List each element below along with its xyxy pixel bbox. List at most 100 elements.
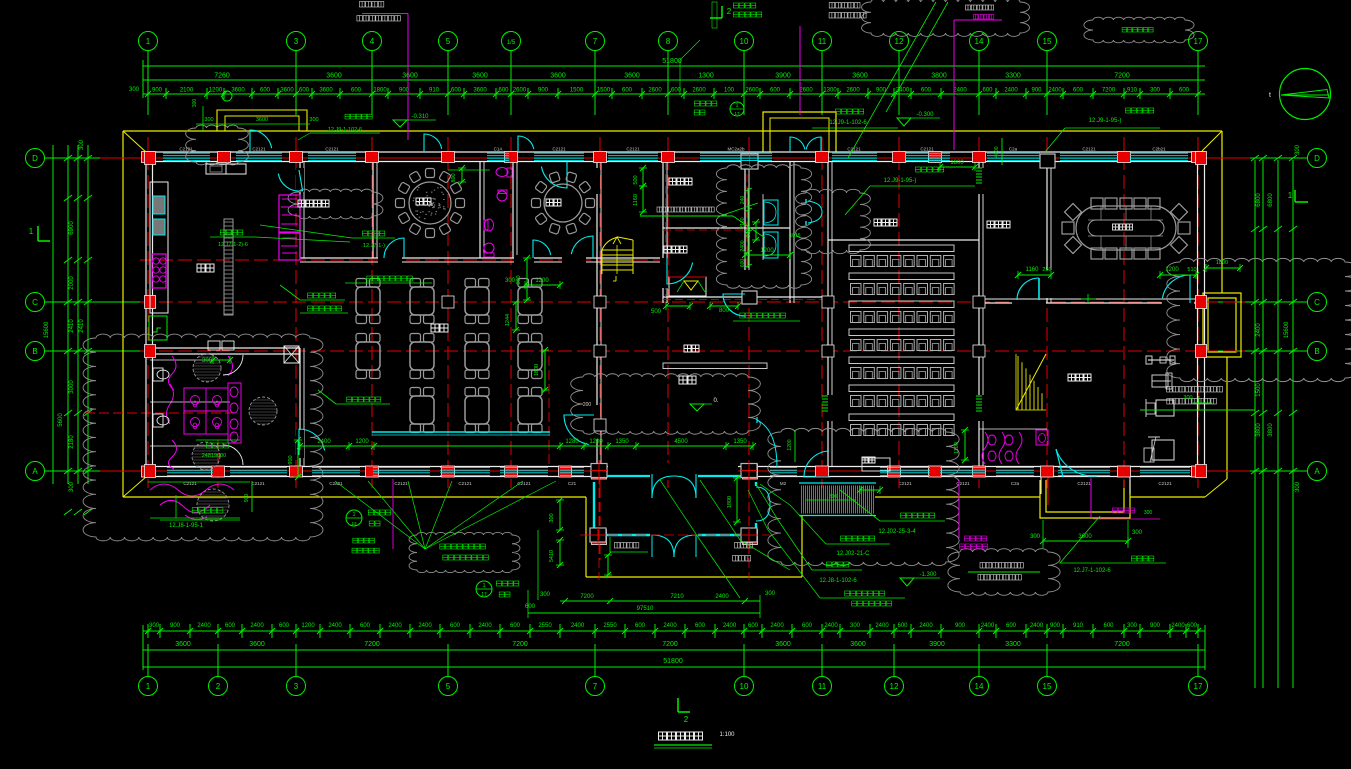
svg-text:240: 240 [740,196,746,205]
svg-text:2400: 2400 [197,623,211,629]
svg-text:C: C [32,298,38,307]
svg-text:4: 4 [370,37,375,46]
svg-text:910: 910 [429,88,440,94]
svg-text:5600: 5600 [58,413,64,427]
svg-text:97510: 97510 [637,606,654,612]
svg-text:7200: 7200 [1102,88,1116,94]
svg-text:600: 600 [740,259,746,268]
svg-text:7260: 7260 [214,73,230,80]
svg-text:A: A [32,467,38,476]
svg-text:900: 900 [1031,88,1042,94]
svg-text:12: 12 [890,682,899,691]
svg-text:7200: 7200 [580,594,594,600]
svg-text:800: 800 [719,308,730,314]
svg-text:3300: 3300 [1005,73,1021,80]
svg-text:M2: M2 [780,481,787,486]
svg-text:15: 15 [1043,37,1052,46]
svg-text:1: 1 [353,512,356,518]
svg-text:2600: 2600 [513,88,527,94]
svg-text:C2121: C2121 [956,481,970,486]
svg-text:2: 2 [216,682,221,691]
svg-text:C2121: C2121 [626,147,640,152]
svg-text:300: 300 [765,591,776,597]
svg-text:2400: 2400 [1004,88,1018,94]
svg-text:1800: 1800 [950,160,964,166]
svg-text:600: 600 [622,88,633,94]
svg-text:1500: 1500 [597,88,611,94]
svg-text:3600: 3600 [852,73,868,80]
svg-text:2400: 2400 [1048,88,1062,94]
svg-text:1200: 1200 [301,623,315,629]
svg-text:1800: 1800 [727,496,733,508]
svg-text:600: 600 [225,623,236,629]
svg-text:2400: 2400 [478,623,492,629]
svg-text:900: 900 [399,88,410,94]
svg-text:1: 1 [736,103,739,109]
svg-text:600: 600 [260,88,271,94]
svg-text:2410: 2410 [69,319,75,333]
svg-text:300: 300 [192,99,198,108]
svg-text:12.J02-21-C: 12.J02-21-C [836,551,870,557]
svg-text:1200: 1200 [760,248,774,254]
svg-text:1500: 1500 [1256,383,1262,397]
svg-text:51800: 51800 [662,58,682,65]
svg-text:2400: 2400 [388,623,402,629]
svg-text:2400: 2400 [663,623,677,629]
svg-text:C21: C21 [568,481,577,486]
svg-text:300: 300 [129,87,140,93]
svg-text:51800: 51800 [663,658,683,665]
svg-text:600: 600 [299,88,310,94]
svg-text:3300: 3300 [1005,641,1021,648]
svg-text:B: B [1314,347,1319,356]
svg-text:3600: 3600 [249,641,265,648]
svg-text:2400: 2400 [418,623,432,629]
svg-text:3600: 3600 [472,73,488,80]
svg-text:1200: 1200 [535,278,549,284]
svg-text:3600: 3600 [1078,534,1092,540]
svg-text:2400: 2400 [981,623,995,629]
svg-text:2: 2 [727,7,732,16]
svg-text:300: 300 [1127,623,1138,629]
svg-text:800: 800 [451,173,457,182]
svg-text:1/5: 1/5 [507,40,516,46]
svg-text:600: 600 [770,88,781,94]
svg-text:250: 250 [1042,267,1051,273]
svg-text:12.J7-1-2)-6: 12.J7-1-2)-6 [218,242,248,248]
svg-text:900: 900 [955,623,966,629]
svg-text:12.J7-1-102-6: 12.J7-1-102-6 [1073,568,1111,574]
svg-text:C1A: C1A [494,147,503,152]
svg-text:900: 900 [538,88,549,94]
svg-text:8: 8 [666,37,671,46]
svg-text:600: 600 [351,88,362,94]
svg-text:3600: 3600 [280,88,294,94]
svg-text:2100: 2100 [180,88,194,94]
svg-text:7200: 7200 [1114,73,1130,80]
svg-text:600: 600 [510,623,521,629]
svg-text:510: 510 [1187,267,1196,273]
svg-text:300: 300 [1132,530,1143,536]
svg-text:900: 900 [876,88,887,94]
svg-text:24819000: 24819000 [202,453,226,459]
svg-text:2600: 2600 [745,88,759,94]
svg-text:600: 600 [1006,623,1017,629]
svg-text:1:100: 1:100 [719,732,735,738]
svg-text:1200: 1200 [355,439,369,445]
svg-text:0.: 0. [713,398,718,404]
svg-text:2400: 2400 [250,623,264,629]
svg-text:300: 300 [1183,395,1192,401]
svg-text:300: 300 [1030,534,1041,540]
svg-text:7200: 7200 [364,641,380,648]
svg-text:300: 300 [204,117,213,123]
svg-text:1: 1 [146,37,151,46]
svg-text:12: 12 [895,37,904,46]
svg-text:1200: 1200 [589,439,603,445]
svg-text:12.J8-1-102-6: 12.J8-1-102-6 [819,578,857,584]
svg-text:14: 14 [975,682,984,691]
svg-text:600: 600 [498,88,509,94]
svg-text:15600: 15600 [44,321,50,338]
svg-text:300: 300 [1144,510,1153,516]
svg-text:600: 600 [695,623,706,629]
svg-text:C2121: C2121 [251,481,265,486]
svg-text:C2b21: C2b21 [1152,147,1166,152]
svg-text:12.J8-1-95-1: 12.J8-1-95-1 [169,523,204,529]
